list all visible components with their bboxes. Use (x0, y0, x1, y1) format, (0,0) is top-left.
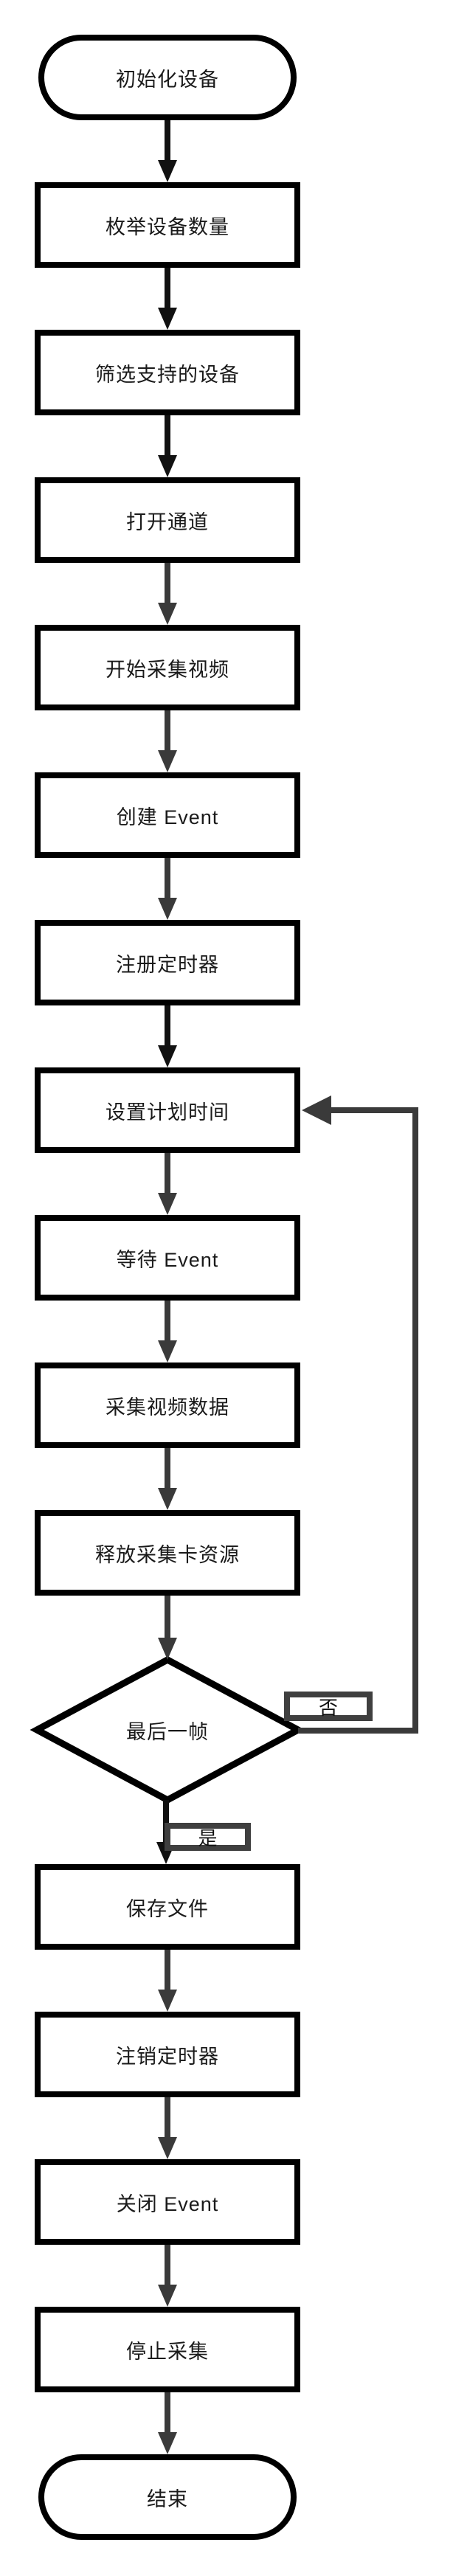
loop-no-path (298, 1107, 418, 1734)
node-start: 初始化设备 (38, 35, 297, 120)
node-unregister-timer: 注销定时器 (35, 2012, 300, 2097)
connector-8 (158, 1301, 177, 1363)
node-register-timer: 注册定时器 (35, 920, 300, 1005)
loop-no-arrowhead (302, 1095, 331, 1125)
connector-4 (158, 710, 177, 772)
node-save-file: 保存文件 (35, 1864, 300, 1950)
node-capture-video-data: 采集视频数据 (35, 1363, 300, 1448)
edge-label-no: 否 (284, 1692, 373, 1721)
connector-3 (158, 563, 177, 625)
connector-15 (158, 2392, 177, 2454)
connector-7 (158, 1153, 177, 1215)
node-close-event: 关闭 Event (35, 2159, 300, 2245)
node-create-event: 创建 Event (35, 772, 300, 858)
connector-14 (158, 2245, 177, 2307)
connector-5 (158, 858, 177, 920)
connector-6 (158, 1005, 177, 1067)
node-set-schedule-time: 设置计划时间 (35, 1067, 300, 1153)
node-start-video-capture: 开始采集视频 (35, 625, 300, 710)
connector-2 (158, 415, 177, 477)
node-stop-capture: 停止采集 (35, 2307, 300, 2392)
connector-0 (158, 120, 177, 182)
connector-1 (158, 268, 177, 330)
node-open-channel: 打开通道 (35, 477, 300, 563)
connector-9 (158, 1448, 177, 1510)
edge-label-yes: 是 (165, 1823, 251, 1851)
node-enumerate-devices: 枚举设备数量 (35, 182, 300, 268)
connector-13 (158, 2097, 177, 2159)
node-wait-event: 等待 Event (35, 1215, 300, 1301)
node-end: 结束 (38, 2454, 297, 2540)
node-filter-supported-devices: 筛选支持的设备 (35, 330, 300, 415)
connector-12 (158, 1950, 177, 2012)
node-last-frame-decision: 最后一帧 (126, 1720, 209, 1743)
connector-10 (158, 1596, 177, 1660)
node-release-capture-card: 释放采集卡资源 (35, 1510, 300, 1596)
